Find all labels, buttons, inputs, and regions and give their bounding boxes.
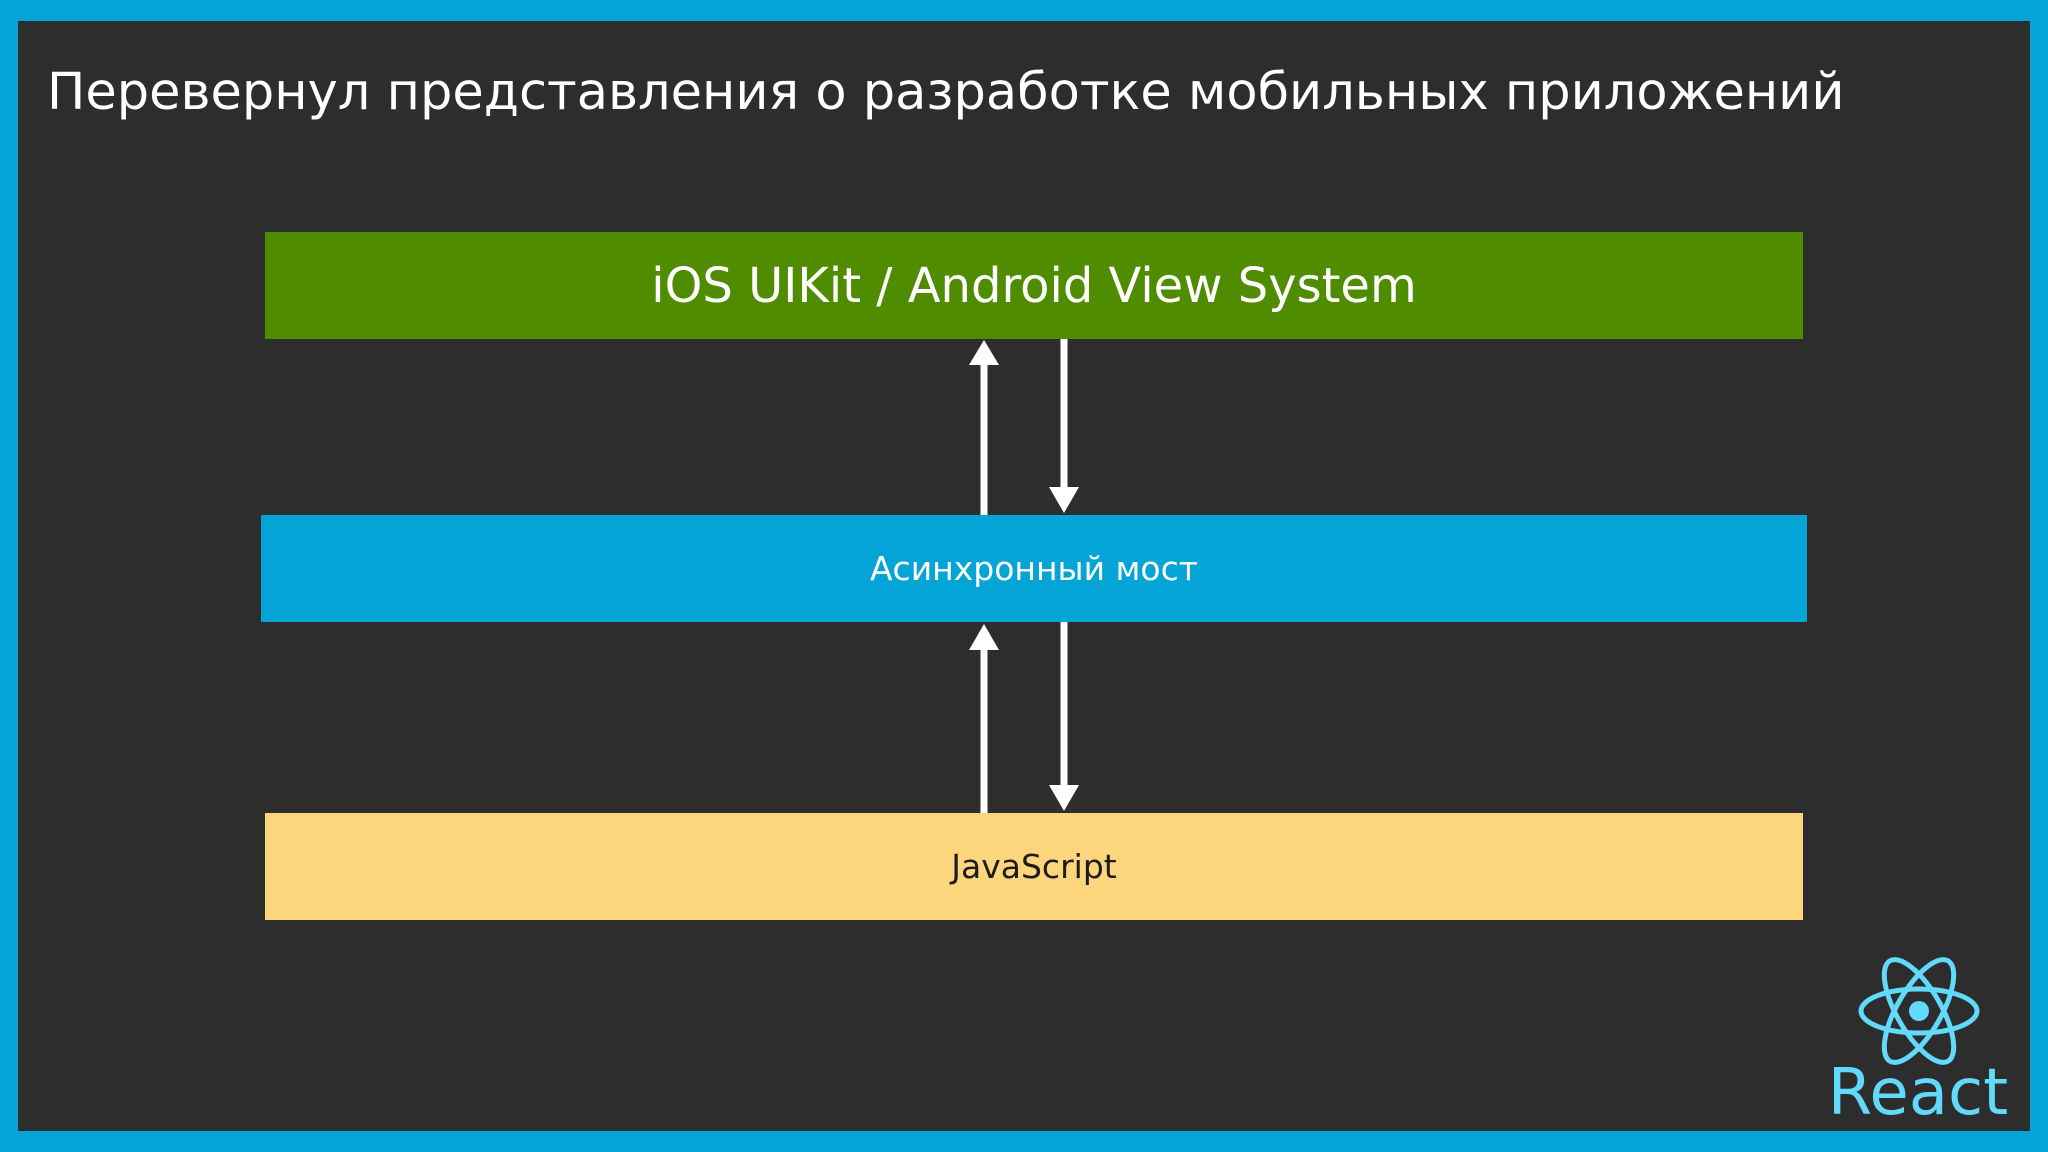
javascript-layer-label: JavaScript [951,847,1117,886]
react-logo-text: React [1827,1056,2009,1130]
arrow-bridge-to-javascript [1049,622,1079,811]
arrow-native-to-bridge [1049,339,1079,513]
arrow-bridge-to-native [969,340,999,515]
bridge-layer-label: Асинхронный мост [869,549,1198,588]
slide-title: Перевернул представления о разработке мо… [47,63,1845,122]
bridge-layer-box: Асинхронный мост [261,515,1807,622]
native-layer-box: iOS UIKit / Android View System [265,232,1803,339]
connector-arrows [969,339,1079,813]
react-atom-icon [1858,957,1980,1065]
javascript-layer-box: JavaScript [265,813,1803,920]
react-logo: React [1818,931,2018,1131]
slide-frame: Перевернул представления о разработке мо… [18,21,2030,1131]
arrow-javascript-to-bridge [969,624,999,813]
native-layer-label: iOS UIKit / Android View System [651,257,1417,314]
